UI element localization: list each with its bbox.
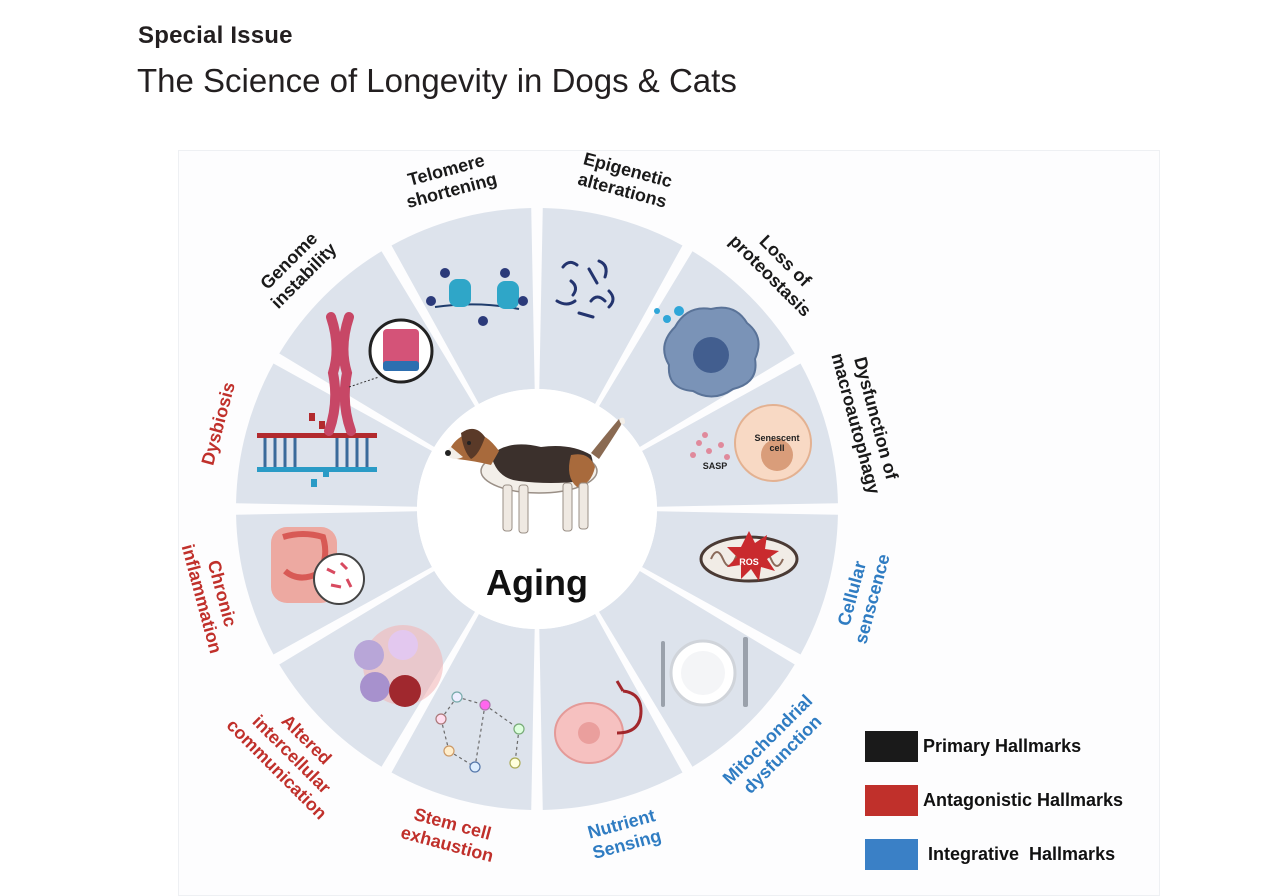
legend-swatch-primary [865,731,918,762]
chromosome-telomere-icon [324,312,434,436]
legend-label-integrative: Integrative Hallmarks [923,844,1116,864]
legend-item-antagonistic: Antagonistic Hallmarks [865,785,1165,817]
legend-swatch-antagonistic [865,785,918,816]
special-issue-kicker: Special Issue [138,22,293,49]
beagle-dog-icon [445,417,625,534]
legend-item-primary: Primary Hallmarks [865,731,1165,763]
legend-label-primary: Primary Hallmarks [923,736,1082,756]
mitochondrion-icon: ROS [699,531,799,583]
senescent-cell-label-2: cell [769,443,784,453]
legend-swatch-integrative [865,839,918,870]
cell-network-icon [435,691,525,773]
legend-item-integrative: Integrative Hallmarks [865,839,1165,871]
gut-microbiome-icon [271,527,365,605]
ros-label: ROS [739,557,759,567]
label-dysbiosis-line-0: Dysbiosis [198,380,239,467]
sasp-label: SASP [703,461,728,471]
autophagy-cell-icon [654,306,760,398]
aging-center-label: Aging [486,562,588,603]
broken-dna-icon [257,413,377,487]
plate-fork-knife-icon [661,637,748,707]
segment-stemcell [391,614,535,810]
nucleosome-icon [426,268,528,326]
legend-label-antagonistic: Antagonistic Hallmarks [923,790,1124,810]
page-headline: The Science of Longevity in Dogs & Cats [137,62,737,99]
hallmarks-of-aging-figure: Aging Senescent cell SASP [178,150,1160,896]
aging-wheel-diagram: Aging Senescent cell SASP [179,151,902,866]
misfolded-protein-icon [555,259,615,319]
stem-cell-icon [554,680,643,764]
senescent-cell-label: Senescent [754,433,799,443]
senescent-cell-icon: Senescent cell SASP [690,404,812,482]
immune-cells-icon [354,625,443,707]
label-dysbiosis: Dysbiosis [198,380,239,467]
